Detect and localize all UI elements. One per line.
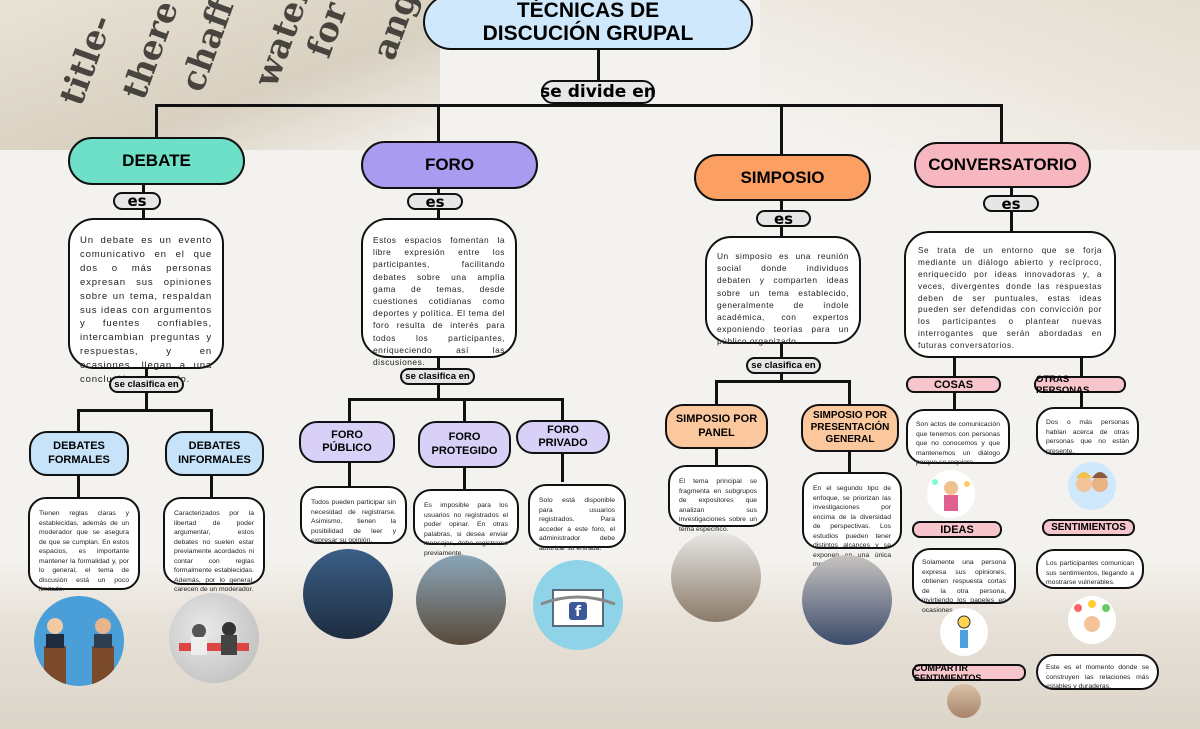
foro-classify-label: se clasifica en xyxy=(400,368,475,385)
sentimientos-illustration xyxy=(1068,596,1116,644)
foro-publico-description: Todos pueden participar sin necesidad de… xyxy=(300,486,407,544)
conversatorio-otras-title: OTRAS PERSONAS xyxy=(1034,374,1126,396)
conversatorio-compartir-description: Este es el momento donde se construyen l… xyxy=(1036,654,1159,690)
foro-privado-title: FORO PRIVADO xyxy=(516,420,610,454)
debates-informales-title: DEBATES INFORMALES xyxy=(165,431,264,476)
conversatorio-ideas-title: IDEAS xyxy=(912,521,1002,538)
ideas-illustration xyxy=(940,608,988,656)
conversatorio-es-label: es xyxy=(983,195,1039,213)
foro-protegido-title: FORO PROTEGIDO xyxy=(418,421,511,468)
debate-title-box: DEBATE xyxy=(68,137,245,185)
connector-line xyxy=(463,398,466,422)
debate-es-label: es xyxy=(113,192,161,210)
connector-line xyxy=(155,104,1003,107)
debates-informales-description: Caracterizados por la libertad de poder … xyxy=(163,497,265,593)
foro-title-box: FORO xyxy=(361,141,538,189)
connector-line xyxy=(1080,356,1083,376)
simposio-description: Un simposio es una reunión social donde … xyxy=(705,236,861,346)
debate-description: Un debate es un evento comunicativo en e… xyxy=(68,218,224,385)
connector-line xyxy=(463,468,466,492)
debate-formal-illustration xyxy=(34,596,124,686)
connector-line xyxy=(715,380,718,404)
diagram-title-text: TÉCNICAS DE DISCUCIÓN GRUPAL xyxy=(482,0,694,45)
conversatorio-sentimientos-title: SENTIMIENTOS xyxy=(1042,519,1135,536)
connector-line xyxy=(1080,393,1083,407)
otras-personas-illustration xyxy=(1068,462,1116,510)
connector-line xyxy=(210,475,213,503)
debates-formales-title: DEBATES FORMALES xyxy=(29,431,129,476)
foro-publico-title: FORO PÚBLICO xyxy=(299,421,395,463)
foro-privado-description: Solo está disponible para usuarios regis… xyxy=(528,484,626,552)
compartir-sentimientos-photo xyxy=(947,684,981,718)
connector-line xyxy=(953,393,956,411)
foro-description: Estos espacios fomentan la libre expresi… xyxy=(361,218,517,367)
debate-title: DEBATE xyxy=(122,151,191,170)
connector-line xyxy=(597,48,600,82)
debate-classify-label: se clasifica en xyxy=(109,376,184,393)
paper-texture-top-right xyxy=(760,0,1200,150)
connector-line xyxy=(953,356,956,376)
simposio-presentacion-title: SIMPOSIO POR PRESENTACIÓN GENERAL xyxy=(801,404,899,452)
connector-line xyxy=(715,380,851,383)
divide-connector-label: se divide en xyxy=(540,80,656,104)
simposio-panel-title: SIMPOSIO POR PANEL xyxy=(665,404,768,449)
conversatorio-title-box: CONVERSATORIO xyxy=(914,142,1091,188)
simposio-title: SIMPOSIO xyxy=(740,167,825,187)
conversatorio-description: Se trata de un entorno que se forja medi… xyxy=(904,231,1116,358)
connector-line xyxy=(780,104,783,154)
connector-line xyxy=(77,409,80,431)
diagram-title: TÉCNICAS DE DISCUCIÓN GRUPAL xyxy=(423,0,753,50)
foro-privado-illustration: f xyxy=(533,560,623,650)
connector-line xyxy=(348,398,564,401)
conversatorio-sentimientos-description: Los participantes comunican sus sentimie… xyxy=(1036,549,1144,589)
simposio-es-label: es xyxy=(756,210,811,228)
cosas-illustration xyxy=(927,470,975,518)
foro-title: FORO xyxy=(424,155,475,174)
conversatorio-cosas-title: COSAS xyxy=(906,376,1001,393)
connector-line xyxy=(848,380,851,404)
connector-line xyxy=(848,452,851,472)
foro-es-label: es xyxy=(407,193,463,211)
connector-line xyxy=(1000,104,1003,144)
newspaper-collage-top-left: title- there chaff water for ang xyxy=(0,0,440,150)
connector-line xyxy=(1010,188,1013,242)
simposio-panel-description: El tema principal se fragmenta en subgru… xyxy=(668,465,768,533)
svg-text:f: f xyxy=(575,604,582,620)
connector-line xyxy=(348,398,351,422)
conversatorio-ideas-description: Solamente una persona expresa sus opinio… xyxy=(912,548,1016,614)
connector-line xyxy=(437,104,440,142)
foro-publico-photo xyxy=(303,549,393,639)
connector-line xyxy=(561,398,564,422)
connector-line xyxy=(77,475,80,503)
conversatorio-otras-description: Dos o más personas hablan acerca de otra… xyxy=(1036,407,1139,455)
debate-informal-photo xyxy=(169,593,259,683)
debates-formales-description: Tienen reglas claras y establecidas, ade… xyxy=(28,497,140,593)
connector-line xyxy=(155,104,158,138)
connector-line xyxy=(561,454,564,482)
foro-protegido-photo xyxy=(416,555,506,645)
simposio-panel-photo xyxy=(671,532,761,622)
connector-line xyxy=(210,409,213,431)
conversatorio-title: CONVERSATORIO xyxy=(928,155,1077,174)
simposio-title-box: SIMPOSIO xyxy=(694,154,871,201)
foro-protegido-description: Es imposible para los usuarios no regist… xyxy=(413,489,519,557)
conversatorio-cosas-description: Son actos de comunicación que tenemos co… xyxy=(906,409,1010,466)
connector-line xyxy=(77,409,213,412)
connector-line xyxy=(348,462,351,486)
conversatorio-compartir-title: COMPARTIR SENTIMIENTOS xyxy=(912,663,1026,683)
simposio-classify-label: se clasifica en xyxy=(746,357,821,374)
connector-line xyxy=(715,448,718,466)
simposio-presentacion-photo xyxy=(802,555,892,645)
simposio-presentacion-description: En el segundo tipo de enfoque, se priori… xyxy=(802,472,902,568)
